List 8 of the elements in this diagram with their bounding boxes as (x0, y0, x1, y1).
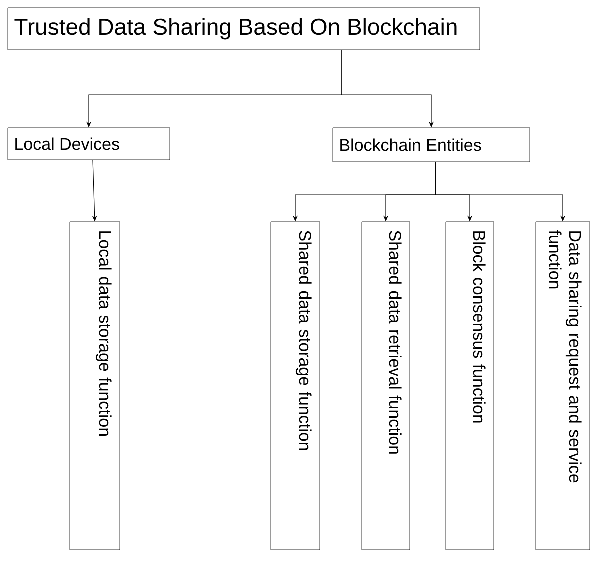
function-box: Data sharing request and service function (536, 222, 590, 550)
category-box: Local Devices (8, 128, 170, 160)
function-box: Shared data retrieval function (362, 222, 410, 550)
function-box: Local data storage function (70, 222, 120, 550)
category-box: Blockchain Entities (332, 128, 530, 162)
function-box: Block consensus function (446, 222, 494, 550)
title-box: Trusted Data Sharing Based On Blockchain (8, 8, 480, 50)
function-box: Shared data storage function (270, 222, 320, 550)
